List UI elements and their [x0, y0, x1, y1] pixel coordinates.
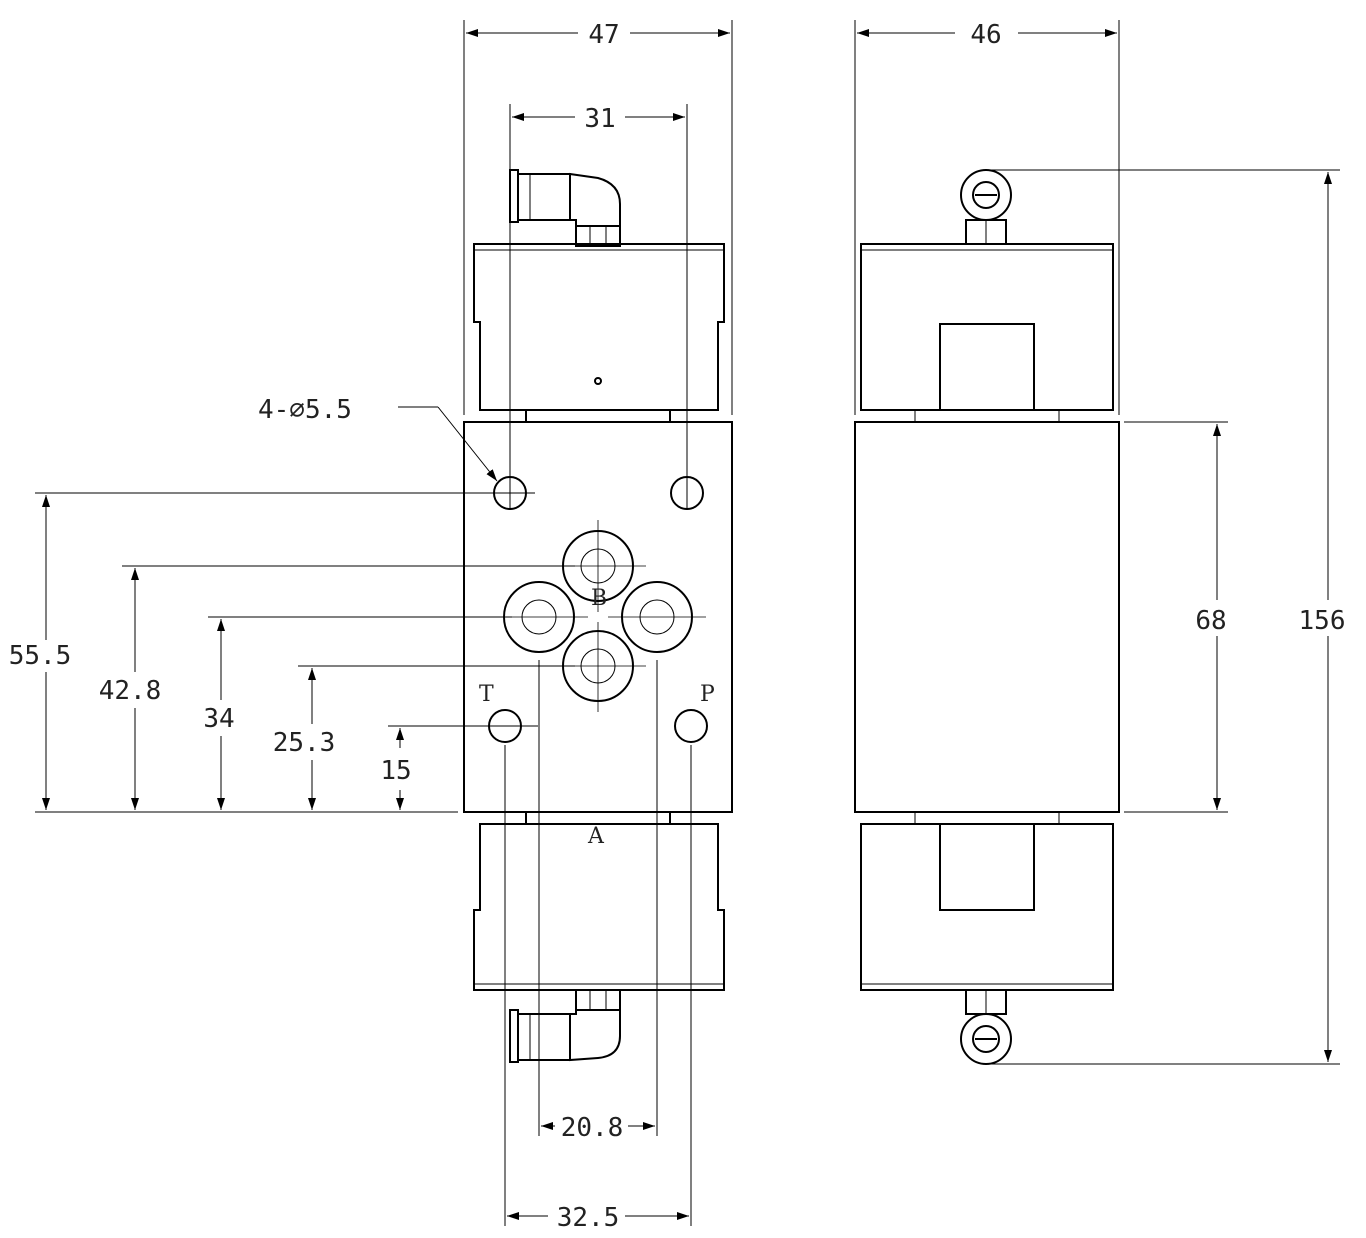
- dim-label-overall-height: 156: [1299, 606, 1346, 636]
- dimension-labels: 47 31 46 4-∅5.5 55.5 42.8 34 25.3 15 68 …: [9, 20, 1346, 1233]
- dim-label-body-height: 68: [1195, 606, 1226, 636]
- dim-label-side-width: 46: [970, 20, 1001, 50]
- valve-ports: [490, 520, 706, 712]
- top-push-fitting-icon: [509, 169, 621, 247]
- dim-label-34: 34: [203, 704, 234, 734]
- dim-label-15: 15: [380, 756, 411, 786]
- dim-label-55-5: 55.5: [9, 641, 72, 671]
- dim-label-bolt-spacing: 31: [584, 104, 615, 134]
- dim-label-port-spacing: 20.8: [561, 1113, 624, 1143]
- dim-label-hole-callout: 4-∅5.5: [258, 395, 352, 425]
- bottom-solenoid-housing: [473, 811, 725, 991]
- port-label-t: T: [479, 682, 494, 707]
- front-view: B T P A: [463, 169, 733, 1063]
- dim-label-front-width: 47: [588, 20, 619, 50]
- side-top-coil: [860, 243, 1114, 422]
- side-valve-body: [854, 421, 1120, 813]
- dimension-lines: [35, 20, 1340, 1226]
- dim-label-tp-spacing: 32.5: [557, 1203, 620, 1233]
- port-label-p: P: [700, 682, 715, 707]
- dim-label-25-3: 25.3: [273, 728, 336, 758]
- side-view: [854, 169, 1120, 1065]
- side-bottom-coil: [860, 812, 1114, 991]
- bottom-lifting-eye-icon: [960, 989, 1012, 1065]
- bottom-push-fitting-icon: [509, 989, 621, 1063]
- dim-label-42-8: 42.8: [99, 676, 162, 706]
- port-label-b: B: [591, 586, 607, 611]
- top-lifting-eye-icon: [960, 169, 1012, 245]
- port-label-a: A: [587, 824, 605, 849]
